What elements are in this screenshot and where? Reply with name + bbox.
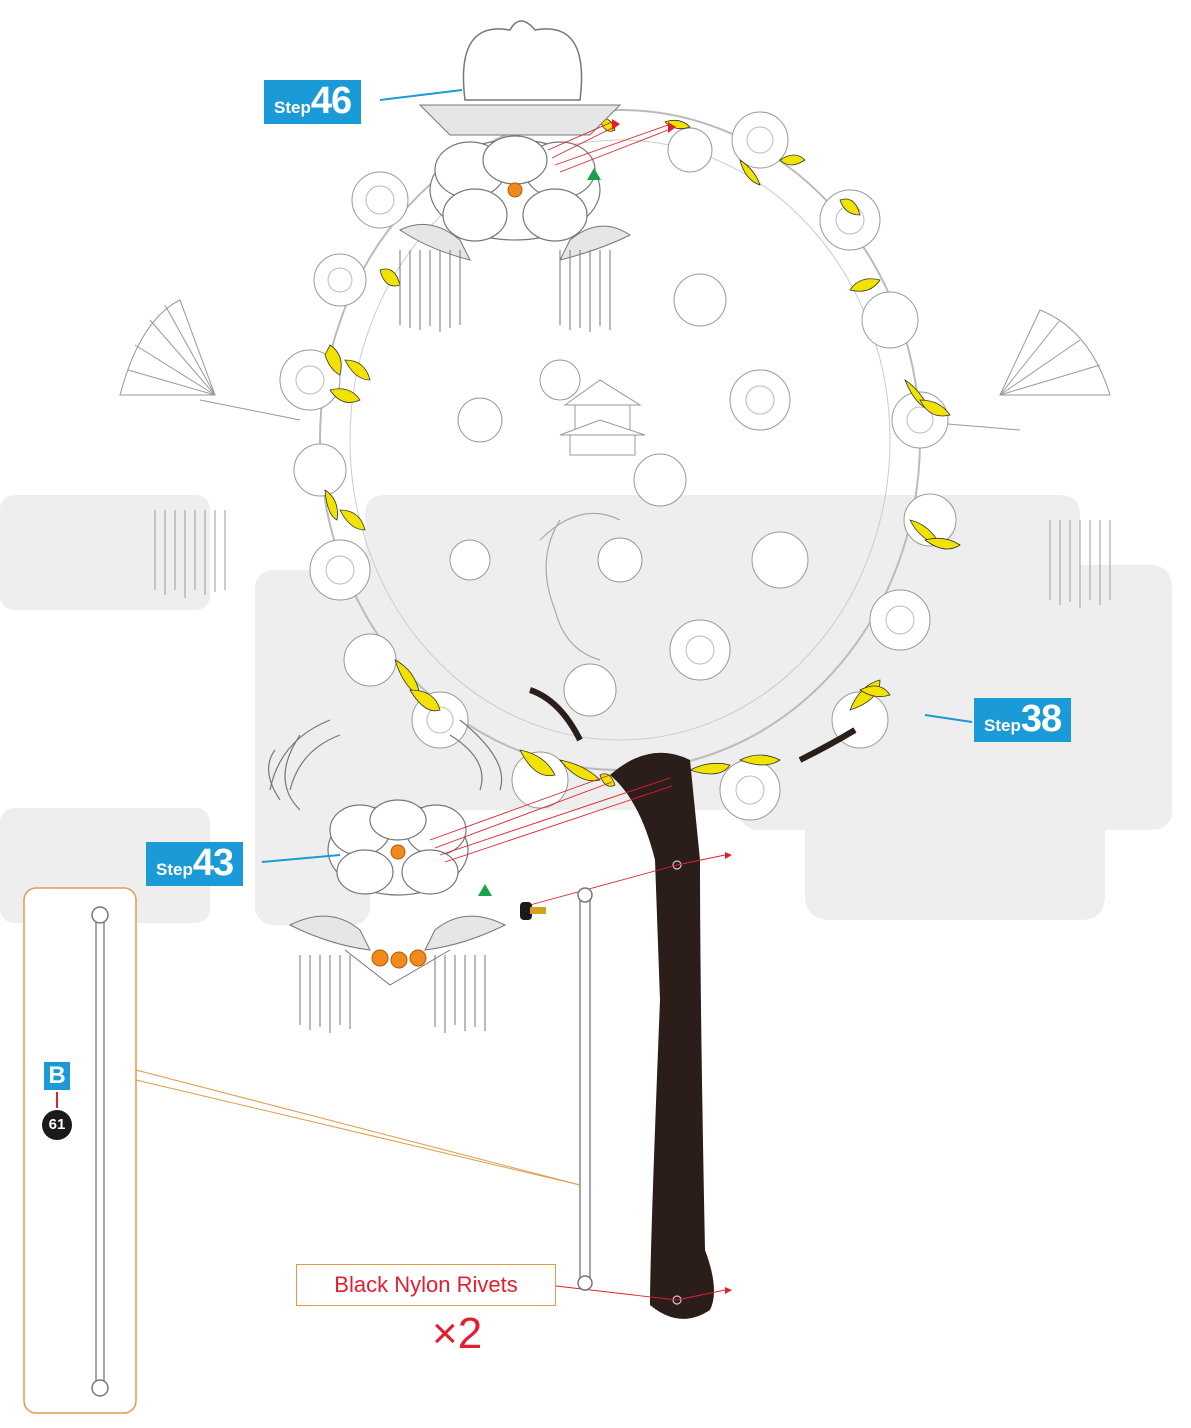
- step-word: Step: [984, 716, 1021, 735]
- step-38-badge: Step38: [974, 698, 1071, 742]
- left-fan: [120, 300, 300, 420]
- rivets-quantity: ×2: [432, 1312, 482, 1356]
- step-46-badge: Step46: [264, 80, 361, 124]
- rivet-top: [520, 902, 546, 920]
- part-letter: B: [44, 1062, 70, 1090]
- rod-assembled: [578, 888, 592, 1290]
- part-number: 61: [42, 1110, 72, 1140]
- step-number: 43: [193, 842, 233, 884]
- top-ornament: [400, 21, 630, 332]
- step-number: 38: [1021, 698, 1061, 740]
- step-word: Step: [274, 98, 311, 117]
- part-dash: [56, 1092, 58, 1108]
- part-frame: [24, 888, 136, 1413]
- step-word: Step: [156, 860, 193, 879]
- step-43-badge: Step43: [146, 842, 243, 886]
- part-code: B 61: [40, 1062, 74, 1140]
- step-number: 46: [311, 80, 351, 122]
- rivets-label: Black Nylon Rivets: [296, 1264, 556, 1306]
